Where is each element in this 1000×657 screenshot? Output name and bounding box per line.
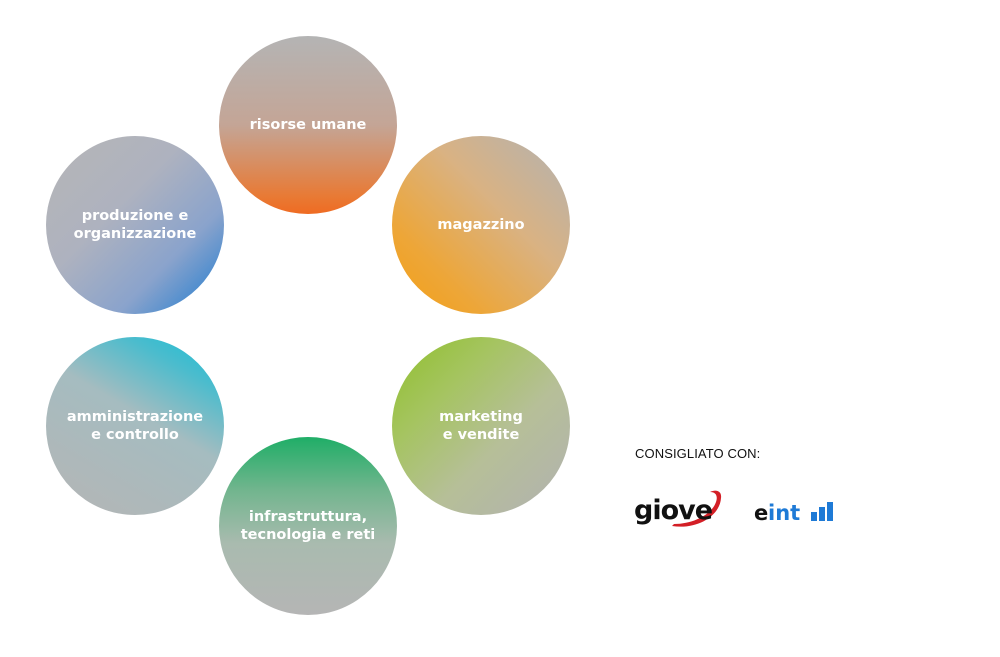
node-label: produzione e organizzazione [73,208,197,242]
node-label: magazzino [437,217,525,233]
svg-text:int: int [768,501,800,525]
node-label: marketing e vendite [439,409,523,443]
node-amministrazione: amministrazione e controllo [46,337,224,515]
eint-logo-icon: e int [754,501,833,525]
node-marketing-vendite: marketing e vendite [392,337,570,515]
giove-logo: giove giove [632,486,724,536]
giove-logo-icon: giove [634,490,722,527]
node-produzione: produzione e organizzazione [46,136,224,314]
svg-text:giove: giove [634,495,712,526]
node-label: infrastruttura, tecnologia e reti [240,509,376,543]
node-risorse-umane: risorse umane [219,36,397,214]
svg-text:e: e [754,501,768,525]
node-magazzino: magazzino [392,136,570,314]
recommended-label: CONSIGLIATO CON: [635,446,761,461]
node-label: risorse umane [249,117,367,133]
node-infrastruttura: infrastruttura, tecnologia e reti [219,437,397,615]
node-label: amministrazione e controllo [66,409,204,443]
